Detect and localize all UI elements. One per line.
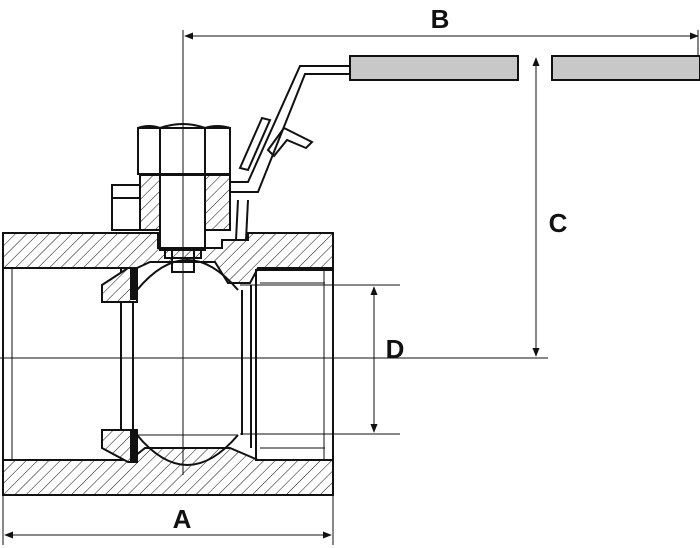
valve-body <box>2 232 334 496</box>
hex-nut <box>137 123 231 175</box>
dimension-d <box>240 284 400 435</box>
valve-handle <box>230 55 700 241</box>
valve-seats <box>101 267 138 463</box>
centerlines <box>0 30 548 475</box>
handle-grip-right <box>551 55 700 81</box>
dimension-label-a: A <box>173 504 192 534</box>
valve-ball <box>136 259 239 466</box>
dimension-label-c: C <box>549 208 568 238</box>
dimension-label-b: B <box>431 4 450 34</box>
dimension-label-d: D <box>386 334 405 364</box>
right-bore <box>255 269 334 461</box>
dimension-a <box>2 495 334 545</box>
handle-grip-left <box>349 55 519 81</box>
dimension-b <box>184 30 699 56</box>
